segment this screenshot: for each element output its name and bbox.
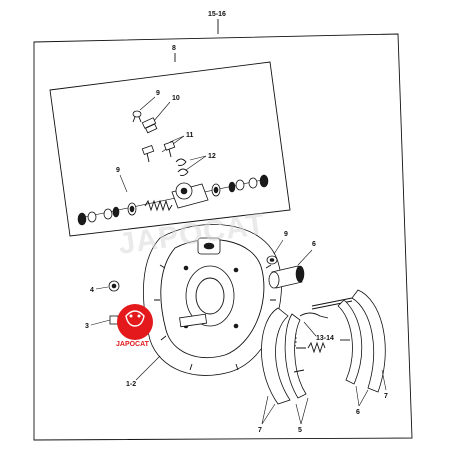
callout-spring-clip: 12	[208, 153, 216, 160]
kit-frame	[49, 61, 291, 237]
callout-bolt: 3	[85, 323, 89, 330]
outer-frame	[33, 33, 413, 441]
callout-clip: 11	[186, 132, 194, 139]
return-spring-icon	[144, 199, 173, 212]
bleeder-cap-icon	[141, 117, 158, 134]
callout-cap-right: 9	[284, 231, 288, 238]
small-cap-icon	[266, 255, 278, 265]
callout-shoe-mid: 5	[298, 427, 302, 434]
logo-text: JAPOCAT	[116, 341, 150, 348]
callout-plug: 4	[90, 287, 94, 294]
piston-left-icon	[103, 206, 120, 220]
cup-right-icon	[211, 183, 221, 197]
cup-left-icon	[127, 202, 137, 216]
piston-right-icon	[228, 179, 245, 193]
cap-right-icon	[248, 174, 269, 189]
cap-left-icon	[77, 211, 97, 226]
wheel-cylinder-icon	[268, 265, 305, 289]
callout-assembly: 15-16	[208, 11, 226, 18]
callout-kit: 8	[172, 45, 176, 52]
bleeder-screw-icon	[132, 110, 142, 123]
callout-shoe-left: 7	[258, 427, 262, 434]
callout-shoe-right-6: 6	[356, 409, 360, 416]
callout-wheel-cylinder: 6	[312, 241, 316, 248]
plug-icon	[108, 280, 120, 292]
callout-bleeder: 9	[156, 90, 160, 97]
brake-shoe-left-icon	[261, 307, 307, 405]
callout-spring: 13-14	[316, 335, 334, 342]
callout-shoe-right-7: 7	[384, 393, 388, 400]
brake-shoe-right-icon	[337, 289, 386, 393]
cylinder-body-icon	[171, 182, 209, 209]
callout-backing-plate: 1-2	[126, 381, 136, 388]
callout-bleeder-cap: 10	[172, 95, 180, 102]
clip-icon	[141, 140, 176, 163]
callout-cylinder: 9	[116, 167, 120, 174]
spring-clip-icon	[175, 158, 189, 177]
japocat-logo-icon: JAPOCAT	[116, 304, 153, 348]
